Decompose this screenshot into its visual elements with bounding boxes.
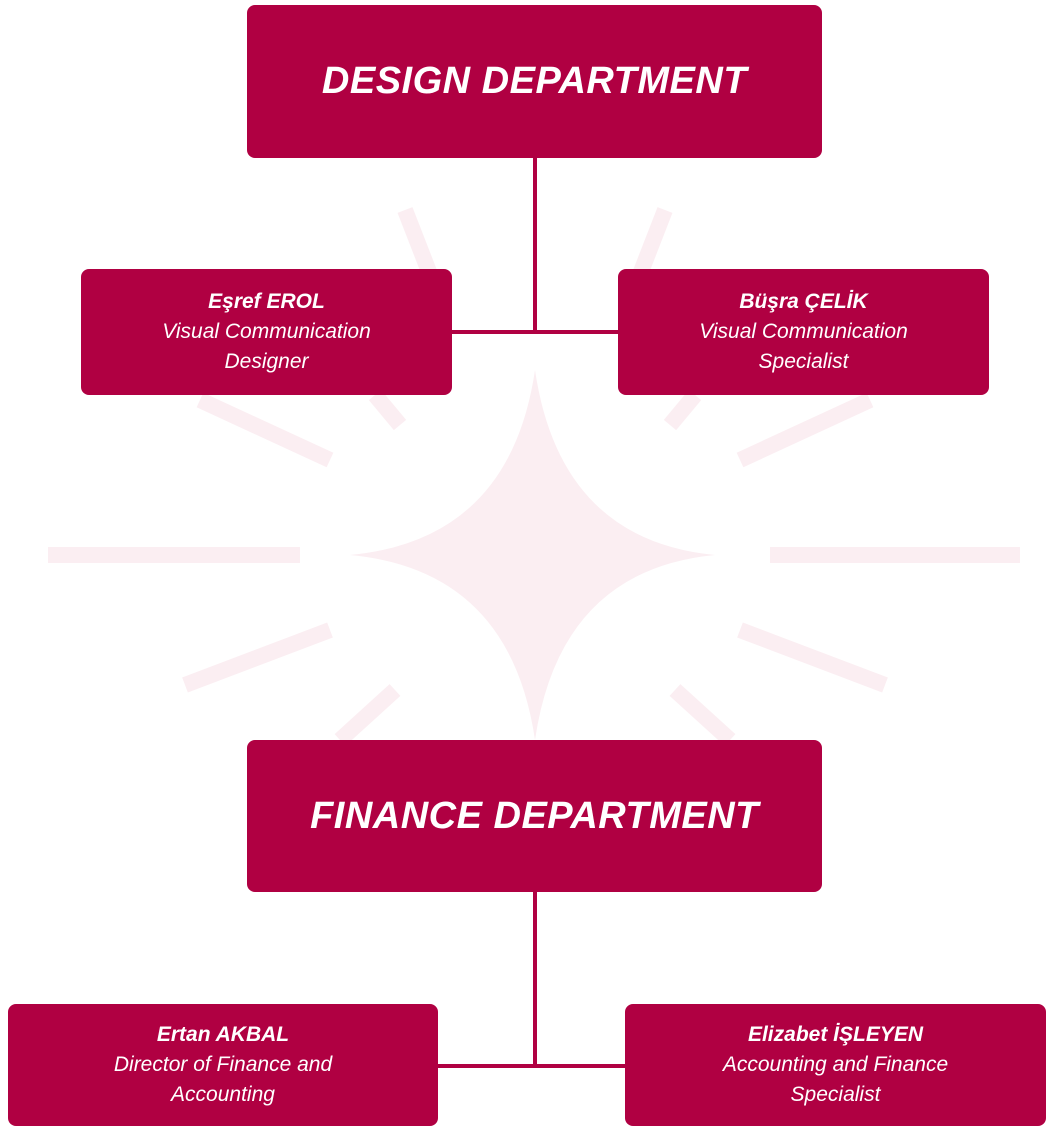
member-name: Elizabet İŞLEYEN — [747, 1023, 924, 1046]
member-role-line1: Visual Communication — [699, 320, 908, 343]
design-department-box: DESIGN DEPARTMENT — [247, 5, 822, 158]
member-name: Eşref EROL — [208, 290, 325, 313]
ray-upper-right-diagonal — [736, 392, 874, 468]
ray-upper-left-diagonal — [196, 392, 334, 468]
ray-bottom-left-steep — [334, 684, 401, 746]
design-department-title: DESIGN DEPARTMENT — [321, 60, 748, 102]
member-role-line2: Designer — [224, 350, 309, 373]
finance-department-title: FINANCE DEPARTMENT — [310, 794, 759, 837]
member-role-line2: Specialist — [790, 1083, 881, 1106]
member-role-line1: Visual Communication — [162, 320, 371, 343]
ray-bottom-right-steep — [669, 684, 736, 746]
member-name: Ertan AKBAL — [156, 1023, 290, 1046]
ray-lower-left-diagonal — [182, 622, 333, 693]
member-card-esref-erol: Eşref EROL Visual Communication Designer — [81, 269, 452, 395]
member-card-elizabet-isleyen: Elizabet İŞLEYEN Accounting and Finance … — [625, 1004, 1046, 1126]
member-role-line2: Accounting — [171, 1083, 275, 1106]
member-card-busra-celik: Büşra ÇELİK Visual Communication Special… — [618, 269, 989, 395]
member-role-line1: Accounting and Finance — [722, 1053, 949, 1076]
member-role-line2: Specialist — [758, 350, 849, 373]
member-card-ertan-akbal: Ertan AKBAL Director of Finance and Acco… — [8, 1004, 438, 1126]
ray-mid-right-steep — [663, 389, 702, 431]
finance-department-box: FINANCE DEPARTMENT — [247, 740, 822, 892]
member-name: Büşra ÇELİK — [739, 290, 868, 313]
ray-lower-right-diagonal — [737, 622, 888, 693]
ray-mid-left-steep — [368, 389, 407, 431]
member-role-line1: Director of Finance and — [113, 1053, 333, 1076]
four-point-star-shape — [350, 370, 715, 740]
